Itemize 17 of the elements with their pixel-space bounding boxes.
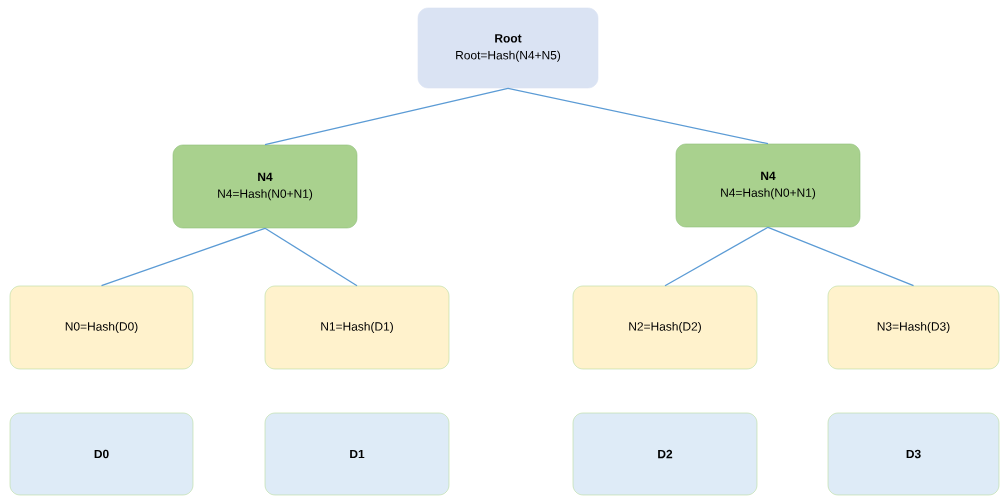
hash-box: N4 N4=Hash(N0+N1) [675, 143, 861, 228]
connector-line [507, 87, 769, 145]
hash-box: N3=Hash(D3) [827, 285, 1000, 370]
connector-line [664, 226, 769, 287]
connector-line [767, 226, 915, 287]
data-block-box: D2 [572, 412, 758, 496]
data-block-box: D1 [264, 412, 450, 496]
hash-box: N4 N4=Hash(N0+N1) [172, 144, 358, 229]
connector-line [264, 87, 509, 146]
data-block-box: D0 [9, 412, 194, 496]
hash-box: N1=Hash(D1) [264, 285, 450, 370]
hash-box: N2=Hash(D2) [572, 285, 758, 370]
hash-box: Root Root=Hash(N4+N5) [417, 7, 599, 89]
hash-box: N0=Hash(D0) [9, 285, 194, 370]
data-block-box: D3 [827, 412, 1000, 496]
connector-line [100, 227, 266, 287]
connector-line [264, 227, 358, 287]
